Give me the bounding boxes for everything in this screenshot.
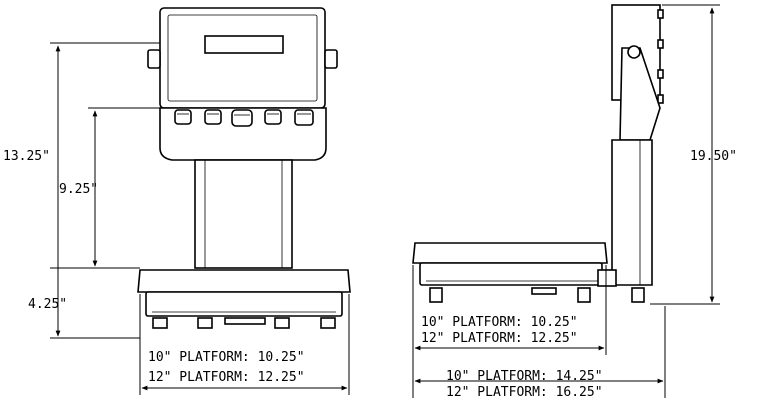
right-knob — [324, 49, 338, 69]
feet — [152, 317, 336, 329]
left-knob — [147, 49, 161, 69]
dim-overall-height: 13.25" — [3, 149, 50, 164]
side-bolts — [657, 9, 664, 104]
column — [194, 159, 293, 269]
side-column — [611, 139, 653, 286]
dim-total-height: 19.50" — [690, 149, 737, 164]
side-platform — [412, 242, 608, 264]
dim-side-overall-12: 12" PLATFORM: 16.25" — [446, 385, 603, 400]
display-window — [204, 35, 284, 54]
side-feet — [429, 287, 645, 303]
front-view — [50, 7, 351, 395]
dim-front-width-10: 10" PLATFORM: 10.25" — [148, 350, 305, 365]
dim-side-platform-10: 10" PLATFORM: 10.25" — [421, 315, 578, 330]
dim-column-height: 9.25" — [59, 182, 99, 197]
dim-side-platform-12: 12" PLATFORM: 12.25" — [421, 331, 578, 346]
dim-base-height: 4.25" — [28, 297, 68, 312]
side-view — [412, 4, 720, 398]
platform-base — [145, 291, 343, 317]
pivot-knob — [627, 45, 641, 59]
dim-front-width-12: 12" PLATFORM: 12.25" — [148, 370, 305, 385]
cable-glands — [174, 109, 314, 127]
platform — [137, 269, 351, 293]
